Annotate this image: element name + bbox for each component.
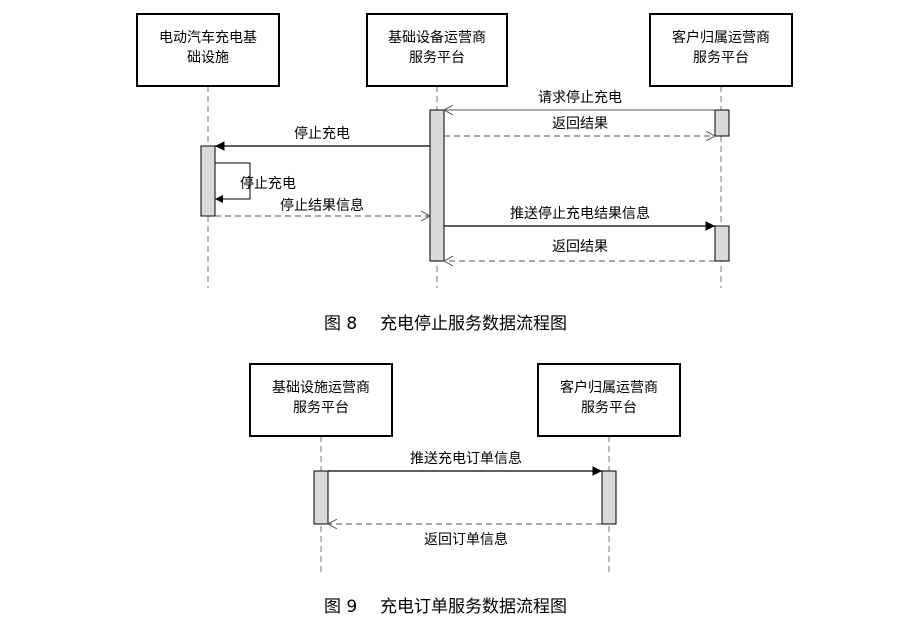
figure-8-title: 充电停止服务数据流程图 [380, 314, 567, 334]
figure-8-number: 图 8 [324, 314, 357, 334]
participant-base-platform-9: 基础设施运营商 服务平台 [249, 363, 393, 437]
participant-customer-line2: 服务平台 [693, 50, 749, 66]
figure-9-number: 图 9 [324, 597, 357, 617]
participant-base-platform: 基础设备运营商 服务平台 [366, 13, 508, 87]
message-return-result-2: 返回结果 [444, 239, 715, 261]
label-push-stop-result: 推送停止充电结果信息 [510, 205, 650, 222]
message-push-stop-result: 推送停止充电结果信息 [444, 205, 715, 231]
message-self-stop: 停止充电 [215, 162, 296, 203]
label-stop-result-info: 停止结果信息 [280, 197, 364, 214]
label-stop-charge-cmd: 停止充电 [294, 125, 350, 142]
figure-9: 基础设施运营商 服务平台 客户归属运营商 服务平台 推送充电订单信息 返回订单信… [249, 363, 681, 617]
participant-base-line1: 基础设备运营商 [388, 29, 486, 46]
label-return-result-1: 返回结果 [552, 116, 608, 132]
message-return-result-1: 返回结果 [444, 116, 715, 136]
participant-ev-line1: 电动汽车充电基 [159, 29, 257, 46]
participant-customer-platform-9: 客户归属运营商 服务平台 [537, 363, 681, 437]
participant-base-line2: 服务平台 [409, 50, 465, 66]
message-stop-charge-cmd: 停止充电 [215, 125, 430, 151]
figure-8: 电动汽车充电基 础设施 基础设备运营商 服务平台 客户归属运营商 服务平台 请求… [136, 13, 793, 334]
figure-9-caption: 图 9 充电订单服务数据流程图 [324, 597, 567, 617]
message-return-order: 返回订单信息 [328, 524, 602, 548]
participant-ev: 电动汽车充电基 础设施 [136, 13, 280, 87]
label-return-result-2: 返回结果 [552, 239, 608, 255]
figure-8-caption: 图 8 充电停止服务数据流程图 [324, 314, 567, 334]
participant-customer9-line1: 客户归属运营商 [560, 379, 658, 396]
label-return-order: 返回订单信息 [424, 531, 508, 548]
participant-customer9-line2: 服务平台 [581, 400, 637, 416]
activation-ev [200, 145, 216, 217]
participant-ev-line2: 础设施 [187, 50, 229, 66]
participant-base9-line1: 基础设施运营商 [272, 379, 370, 396]
participant-customer-platform: 客户归属运营商 服务平台 [649, 13, 793, 87]
label-request-stop: 请求停止充电 [538, 89, 622, 106]
label-self-stop: 停止充电 [240, 175, 296, 192]
participant-base9-line2: 服务平台 [293, 400, 349, 416]
activation-customer-platform-9 [601, 470, 617, 525]
label-push-order: 推送充电订单信息 [410, 450, 522, 467]
message-stop-result-info: 停止结果信息 [215, 197, 430, 216]
activation-base-platform [429, 109, 445, 262]
participant-customer-line1: 客户归属运营商 [672, 29, 770, 46]
activation-base-platform-9 [313, 470, 329, 525]
activation-customer-2 [714, 225, 730, 262]
message-request-stop: 请求停止充电 [444, 89, 715, 110]
figure-9-title: 充电订单服务数据流程图 [380, 597, 567, 617]
activation-customer-1 [714, 109, 730, 137]
message-push-order: 推送充电订单信息 [328, 450, 602, 476]
